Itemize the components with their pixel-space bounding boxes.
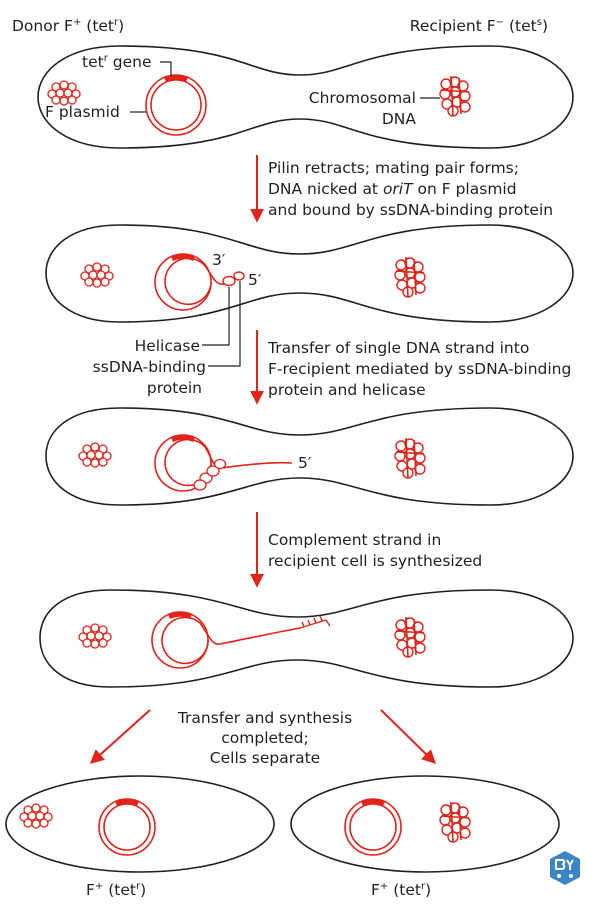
three-prime-label: 3′ bbox=[212, 250, 225, 270]
separate-right-arrow bbox=[381, 710, 434, 762]
helicase-label: Helicase bbox=[135, 336, 200, 356]
f-plasmid-label: F plasmid bbox=[45, 102, 120, 122]
stage3-five-prime-label: 5′ bbox=[298, 453, 311, 473]
stage3-donor-chromosome bbox=[79, 443, 111, 467]
stage2-helicase bbox=[223, 277, 235, 286]
five-prime-label: 5′ bbox=[248, 270, 261, 290]
step1-text-2: DNA nicked at oriT on F plasmid bbox=[268, 179, 517, 199]
step1-text-1: Pilin retracts; mating pair forms; bbox=[268, 158, 519, 178]
result-left-cell bbox=[6, 776, 274, 872]
stage2-ssdna-binding bbox=[234, 272, 244, 280]
step4-text-3: Cells separate bbox=[167, 748, 363, 768]
ssdna-binding-label-2: protein bbox=[147, 378, 202, 398]
step1-text-3: and bound by ssDNA-binding protein bbox=[268, 200, 553, 220]
step3-text-2: recipient cell is synthesized bbox=[268, 551, 482, 571]
step2-text-1: Transfer of single DNA strand into bbox=[268, 338, 529, 358]
by-badge-icon bbox=[548, 850, 582, 886]
step2-text-3: protein and helicase bbox=[268, 380, 426, 400]
stage4-cell-outline bbox=[40, 590, 573, 687]
recipient-header: Recipient F− (tets) bbox=[410, 16, 548, 36]
separate-left-arrow bbox=[92, 710, 150, 762]
tet-gene-label: tetr gene bbox=[82, 52, 152, 72]
chromosomal-dna-label-2: DNA bbox=[382, 109, 416, 129]
result-left-label: F+ (tetr) bbox=[86, 880, 146, 900]
step4-text-1: Transfer and synthesis bbox=[167, 708, 363, 728]
result-right-cell bbox=[291, 776, 559, 872]
donor-header: Donor F+ (tetr) bbox=[12, 16, 124, 36]
stage4-donor-chromosome bbox=[79, 624, 111, 648]
step4-text-2: completed; bbox=[167, 728, 363, 748]
stage2-donor-chromosome bbox=[81, 263, 113, 287]
result-right-label: F+ (tetr) bbox=[371, 880, 431, 900]
stage4-cell-pair bbox=[40, 590, 573, 687]
stage2-cell-outline bbox=[46, 225, 573, 322]
ssdna-binding-label-1: ssDNA-binding bbox=[93, 357, 206, 377]
step2-text-2: F-recipient mediated by ssDNA-binding bbox=[268, 359, 571, 379]
step3-text-1: Complement strand in bbox=[268, 530, 441, 550]
chromosomal-dna-label-1: Chromosomal bbox=[309, 88, 416, 108]
